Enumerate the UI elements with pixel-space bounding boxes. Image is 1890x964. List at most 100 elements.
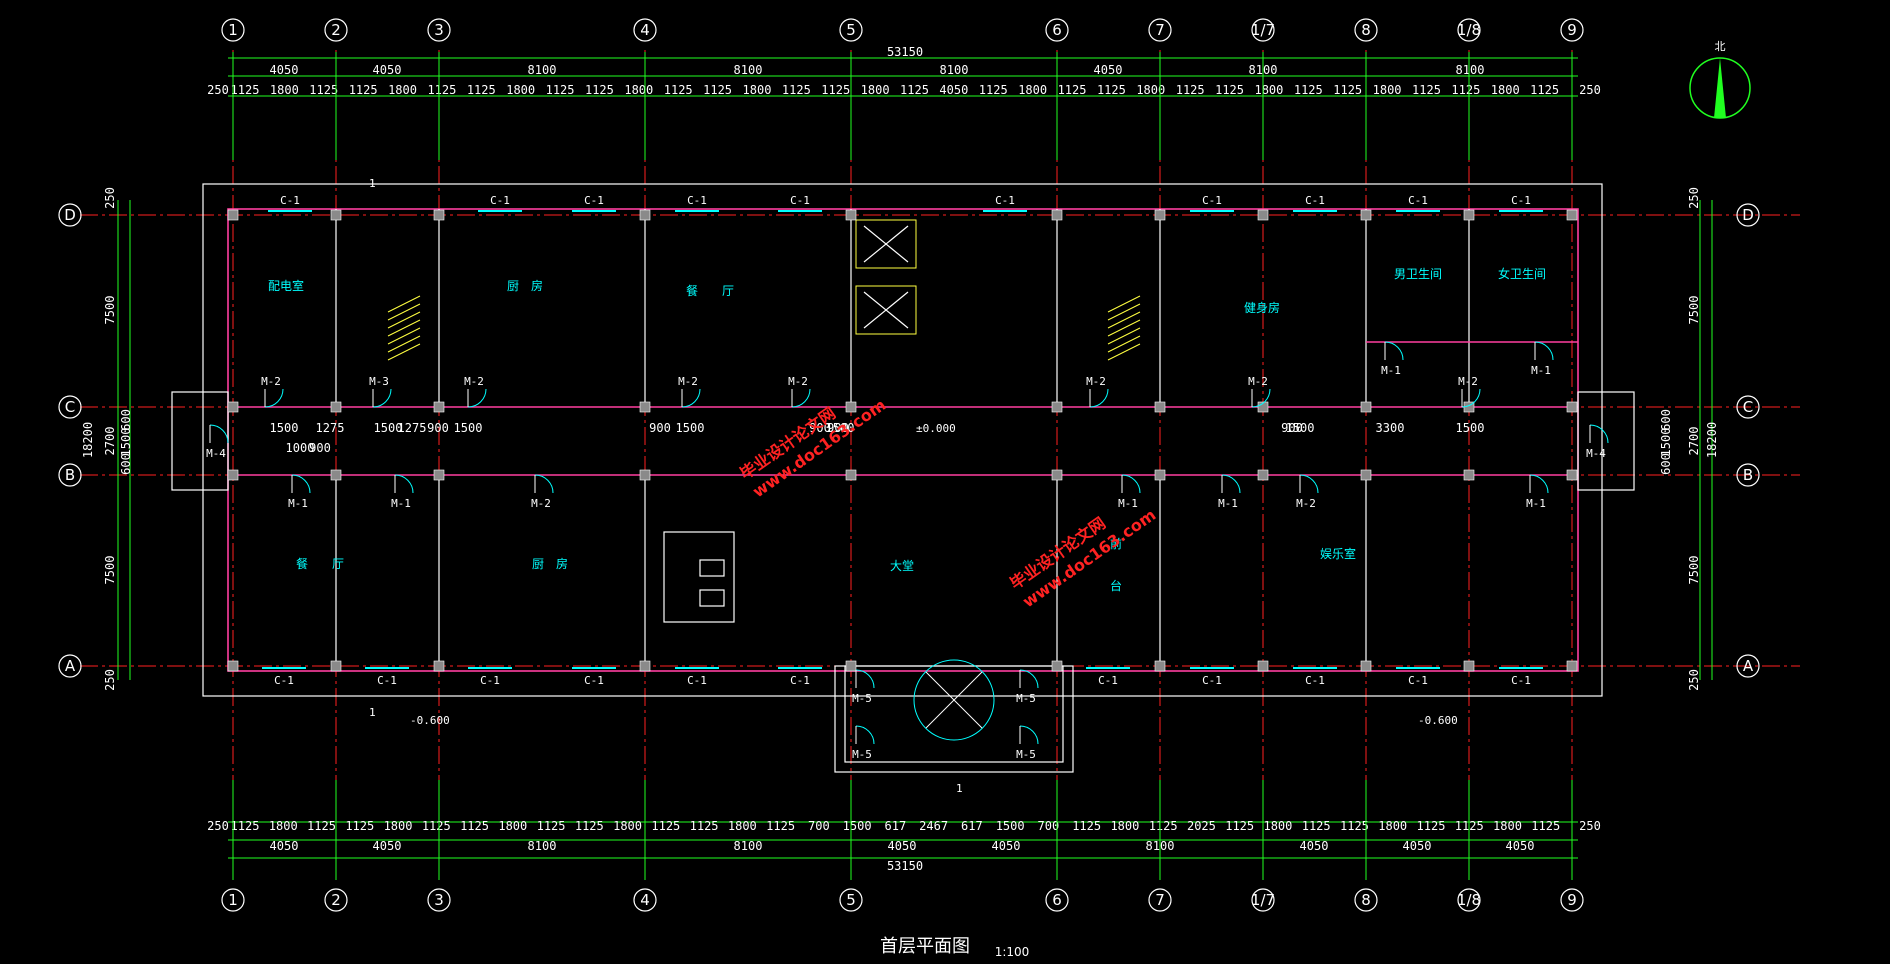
revolving-door-icon bbox=[913, 659, 995, 741]
column bbox=[1463, 209, 1475, 221]
axis-bubble-bottom: 1/8 bbox=[1457, 888, 1481, 912]
column bbox=[845, 660, 857, 672]
column bbox=[1566, 660, 1578, 672]
room-label: 台 bbox=[1110, 578, 1122, 593]
dim-bottom-total: 53150 bbox=[887, 859, 923, 873]
door-swing-icon bbox=[1529, 474, 1549, 494]
dim-bottom-detail: 700 bbox=[808, 819, 830, 833]
column bbox=[227, 401, 239, 413]
corridor-dim: 1500 bbox=[454, 421, 483, 435]
dim-bottom-bay: 8100 bbox=[734, 839, 763, 853]
stair-tread-icon bbox=[1107, 319, 1141, 337]
axis-bubble-left: A bbox=[58, 654, 82, 678]
room-label: 前 bbox=[1110, 536, 1122, 551]
axis-bubble-top: 2 bbox=[324, 18, 348, 42]
outer-plinth bbox=[202, 183, 1603, 697]
dim-bottom-detail: 1125 bbox=[537, 819, 566, 833]
axis-bubble-right: C bbox=[1736, 395, 1760, 419]
svg-text:2: 2 bbox=[331, 891, 341, 909]
dim-bottom-bay: 4050 bbox=[888, 839, 917, 853]
axis-bubble-top: 6 bbox=[1045, 18, 1069, 42]
window-label: C-1 bbox=[584, 674, 604, 687]
corridor-dim: 900 bbox=[309, 441, 331, 455]
door-swing-icon bbox=[1089, 388, 1109, 408]
dim-top-bay: 4050 bbox=[1094, 63, 1123, 77]
section-mark-top: 1 bbox=[369, 177, 376, 190]
svg-text:3: 3 bbox=[434, 21, 444, 39]
dim-top-detail: 1125 bbox=[900, 83, 929, 97]
corridor-dim: 1275 bbox=[398, 421, 427, 435]
door-label: M-1 bbox=[391, 497, 411, 510]
axis-bubble-bottom: 6 bbox=[1045, 888, 1069, 912]
dim-top-detail: 4050 bbox=[939, 83, 968, 97]
door-label: M-1 bbox=[1381, 364, 1401, 377]
axis-bubble-top: 1 bbox=[221, 18, 245, 42]
dim-top-detail: 1125 bbox=[1097, 83, 1126, 97]
room-label: 娱乐室 bbox=[1320, 546, 1356, 561]
door-label: M-2 bbox=[464, 375, 484, 388]
window-label: C-1 bbox=[687, 194, 707, 207]
svg-text:A: A bbox=[65, 657, 76, 675]
north-arrow-icon: 北 bbox=[1689, 40, 1751, 119]
dim-bottom-detail: 1125 bbox=[1302, 819, 1331, 833]
dim-bottom-bay: 4050 bbox=[1403, 839, 1432, 853]
axis-bubble-bottom: 9 bbox=[1560, 888, 1584, 912]
elevator-2-icon bbox=[855, 285, 917, 335]
corridor-dim: 1500 bbox=[374, 421, 403, 435]
corridor-dim: 1500 bbox=[676, 421, 705, 435]
door-swing-icon bbox=[1019, 725, 1039, 745]
table-icon bbox=[699, 589, 725, 607]
door-label: M-3 bbox=[369, 375, 389, 388]
dim-top-bay: 8100 bbox=[528, 63, 557, 77]
dim-top-bay: 8100 bbox=[940, 63, 969, 77]
dim-left-edge-top: 250 bbox=[103, 187, 117, 209]
dim-bottom-detail: 1800 bbox=[1493, 819, 1522, 833]
column bbox=[330, 401, 342, 413]
drawing-title: 首层平面图 bbox=[880, 936, 970, 957]
door-label: M-1 bbox=[1218, 497, 1238, 510]
level-outside-left: -0.600 bbox=[410, 714, 450, 727]
corridor-dim: 1275 bbox=[316, 421, 345, 435]
dim-right-bay: 7500 bbox=[1687, 556, 1701, 585]
dim-left-bay: 2700 bbox=[103, 427, 117, 456]
dim-right-corridor: 600 bbox=[1659, 453, 1673, 475]
dim-bottom-detail: 1800 bbox=[384, 819, 413, 833]
axis-bubble-bottom: 1 bbox=[221, 888, 245, 912]
dim-bottom-edge-left: 250 bbox=[207, 819, 229, 833]
svg-text:B: B bbox=[1743, 466, 1753, 484]
window-label: C-1 bbox=[790, 194, 810, 207]
svg-text:C: C bbox=[1743, 398, 1753, 416]
dim-top-detail: 1125 bbox=[1176, 83, 1205, 97]
svg-text:1/7: 1/7 bbox=[1251, 891, 1275, 909]
dim-top-detail: 1800 bbox=[1491, 83, 1520, 97]
room-label: 男卫生间 bbox=[1394, 267, 1442, 281]
dim-bottom-detail: 1800 bbox=[269, 819, 298, 833]
dim-right-edge-bottom: 250 bbox=[1687, 669, 1701, 691]
door-swing-icon bbox=[209, 424, 229, 444]
dim-top-detail: 1800 bbox=[743, 83, 772, 97]
porch-right bbox=[1577, 391, 1635, 491]
door-swing-icon bbox=[1121, 474, 1141, 494]
dim-top-detail: 1800 bbox=[1254, 83, 1283, 97]
dim-left-bay: 7500 bbox=[103, 296, 117, 325]
dim-top-detail: 1125 bbox=[427, 83, 456, 97]
door-label: M-5 bbox=[1016, 748, 1036, 761]
svg-text:1/7: 1/7 bbox=[1251, 21, 1275, 39]
door-label: M-4 bbox=[206, 447, 226, 460]
door-label: M-2 bbox=[1248, 375, 1268, 388]
svg-text:7: 7 bbox=[1155, 21, 1165, 39]
corridor-dim: 900 bbox=[809, 421, 831, 435]
dim-bottom-detail: 617 bbox=[885, 819, 907, 833]
column bbox=[1051, 660, 1063, 672]
dim-top-detail: 1800 bbox=[1136, 83, 1165, 97]
column bbox=[1360, 660, 1372, 672]
svg-text:4: 4 bbox=[640, 21, 650, 39]
dim-bottom-detail: 1125 bbox=[231, 819, 260, 833]
dim-bottom-detail: 1125 bbox=[460, 819, 489, 833]
window-label: C-1 bbox=[480, 674, 500, 687]
door-swing-icon bbox=[791, 388, 811, 408]
door-swing-icon bbox=[467, 388, 487, 408]
axis-bubble-bottom: 8 bbox=[1354, 888, 1378, 912]
column bbox=[1463, 660, 1475, 672]
